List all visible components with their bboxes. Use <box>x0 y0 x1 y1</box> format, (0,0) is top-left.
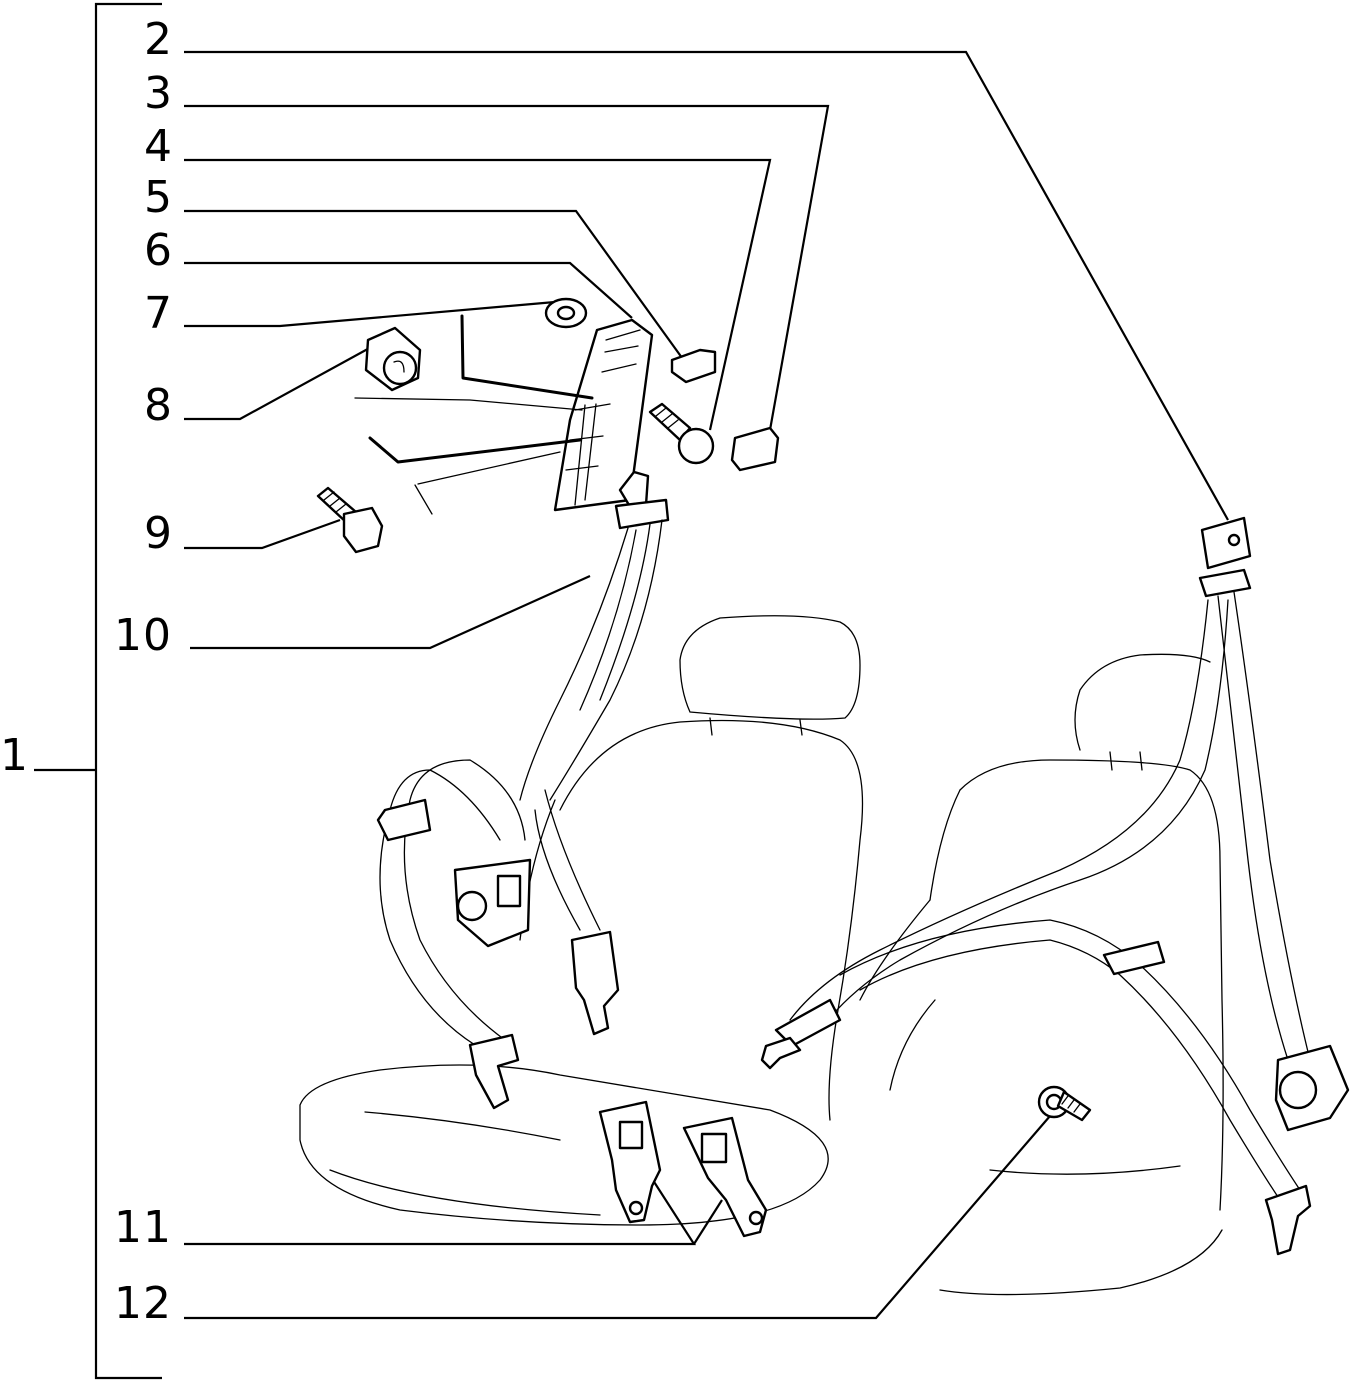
callout-5: 5 <box>144 172 173 223</box>
callout-6: 6 <box>144 225 173 276</box>
callout-7: 7 <box>144 288 173 339</box>
leader-8 <box>184 344 376 421</box>
leader-lines <box>184 50 1229 1320</box>
right-seat <box>859 653 1224 1296</box>
callout-12: 12 <box>114 1278 172 1329</box>
left-belt <box>376 470 670 1110</box>
bolt-9 <box>316 486 384 554</box>
buckle-left <box>598 1100 662 1224</box>
leader-3 <box>184 104 830 431</box>
leader-9 <box>184 518 341 550</box>
left-seat <box>299 615 864 1226</box>
leader-7 <box>184 300 556 328</box>
callout-9: 9 <box>144 508 173 559</box>
cap <box>670 348 717 384</box>
callout-8: 8 <box>144 380 173 431</box>
callout-4: 4 <box>144 121 173 172</box>
bolt-4 <box>648 402 715 465</box>
leader-10 <box>190 574 591 650</box>
leader-4 <box>184 158 772 431</box>
screw-12 <box>1037 1085 1092 1122</box>
leader-6 <box>184 261 633 319</box>
callout-2: 2 <box>144 14 173 65</box>
leader-2 <box>184 50 1229 521</box>
nut <box>364 326 422 392</box>
assembly-bracket <box>34 2 162 1380</box>
callout-1: 1 <box>0 730 29 781</box>
callout-11: 11 <box>114 1202 172 1253</box>
right-belt <box>760 516 1350 1256</box>
callout-3: 3 <box>144 68 173 119</box>
leader-5 <box>184 209 686 363</box>
leader-12 <box>184 1115 1051 1320</box>
washer <box>544 297 588 329</box>
buckle-right <box>682 1116 768 1238</box>
cover <box>730 426 780 472</box>
callout-10: 10 <box>114 610 172 661</box>
